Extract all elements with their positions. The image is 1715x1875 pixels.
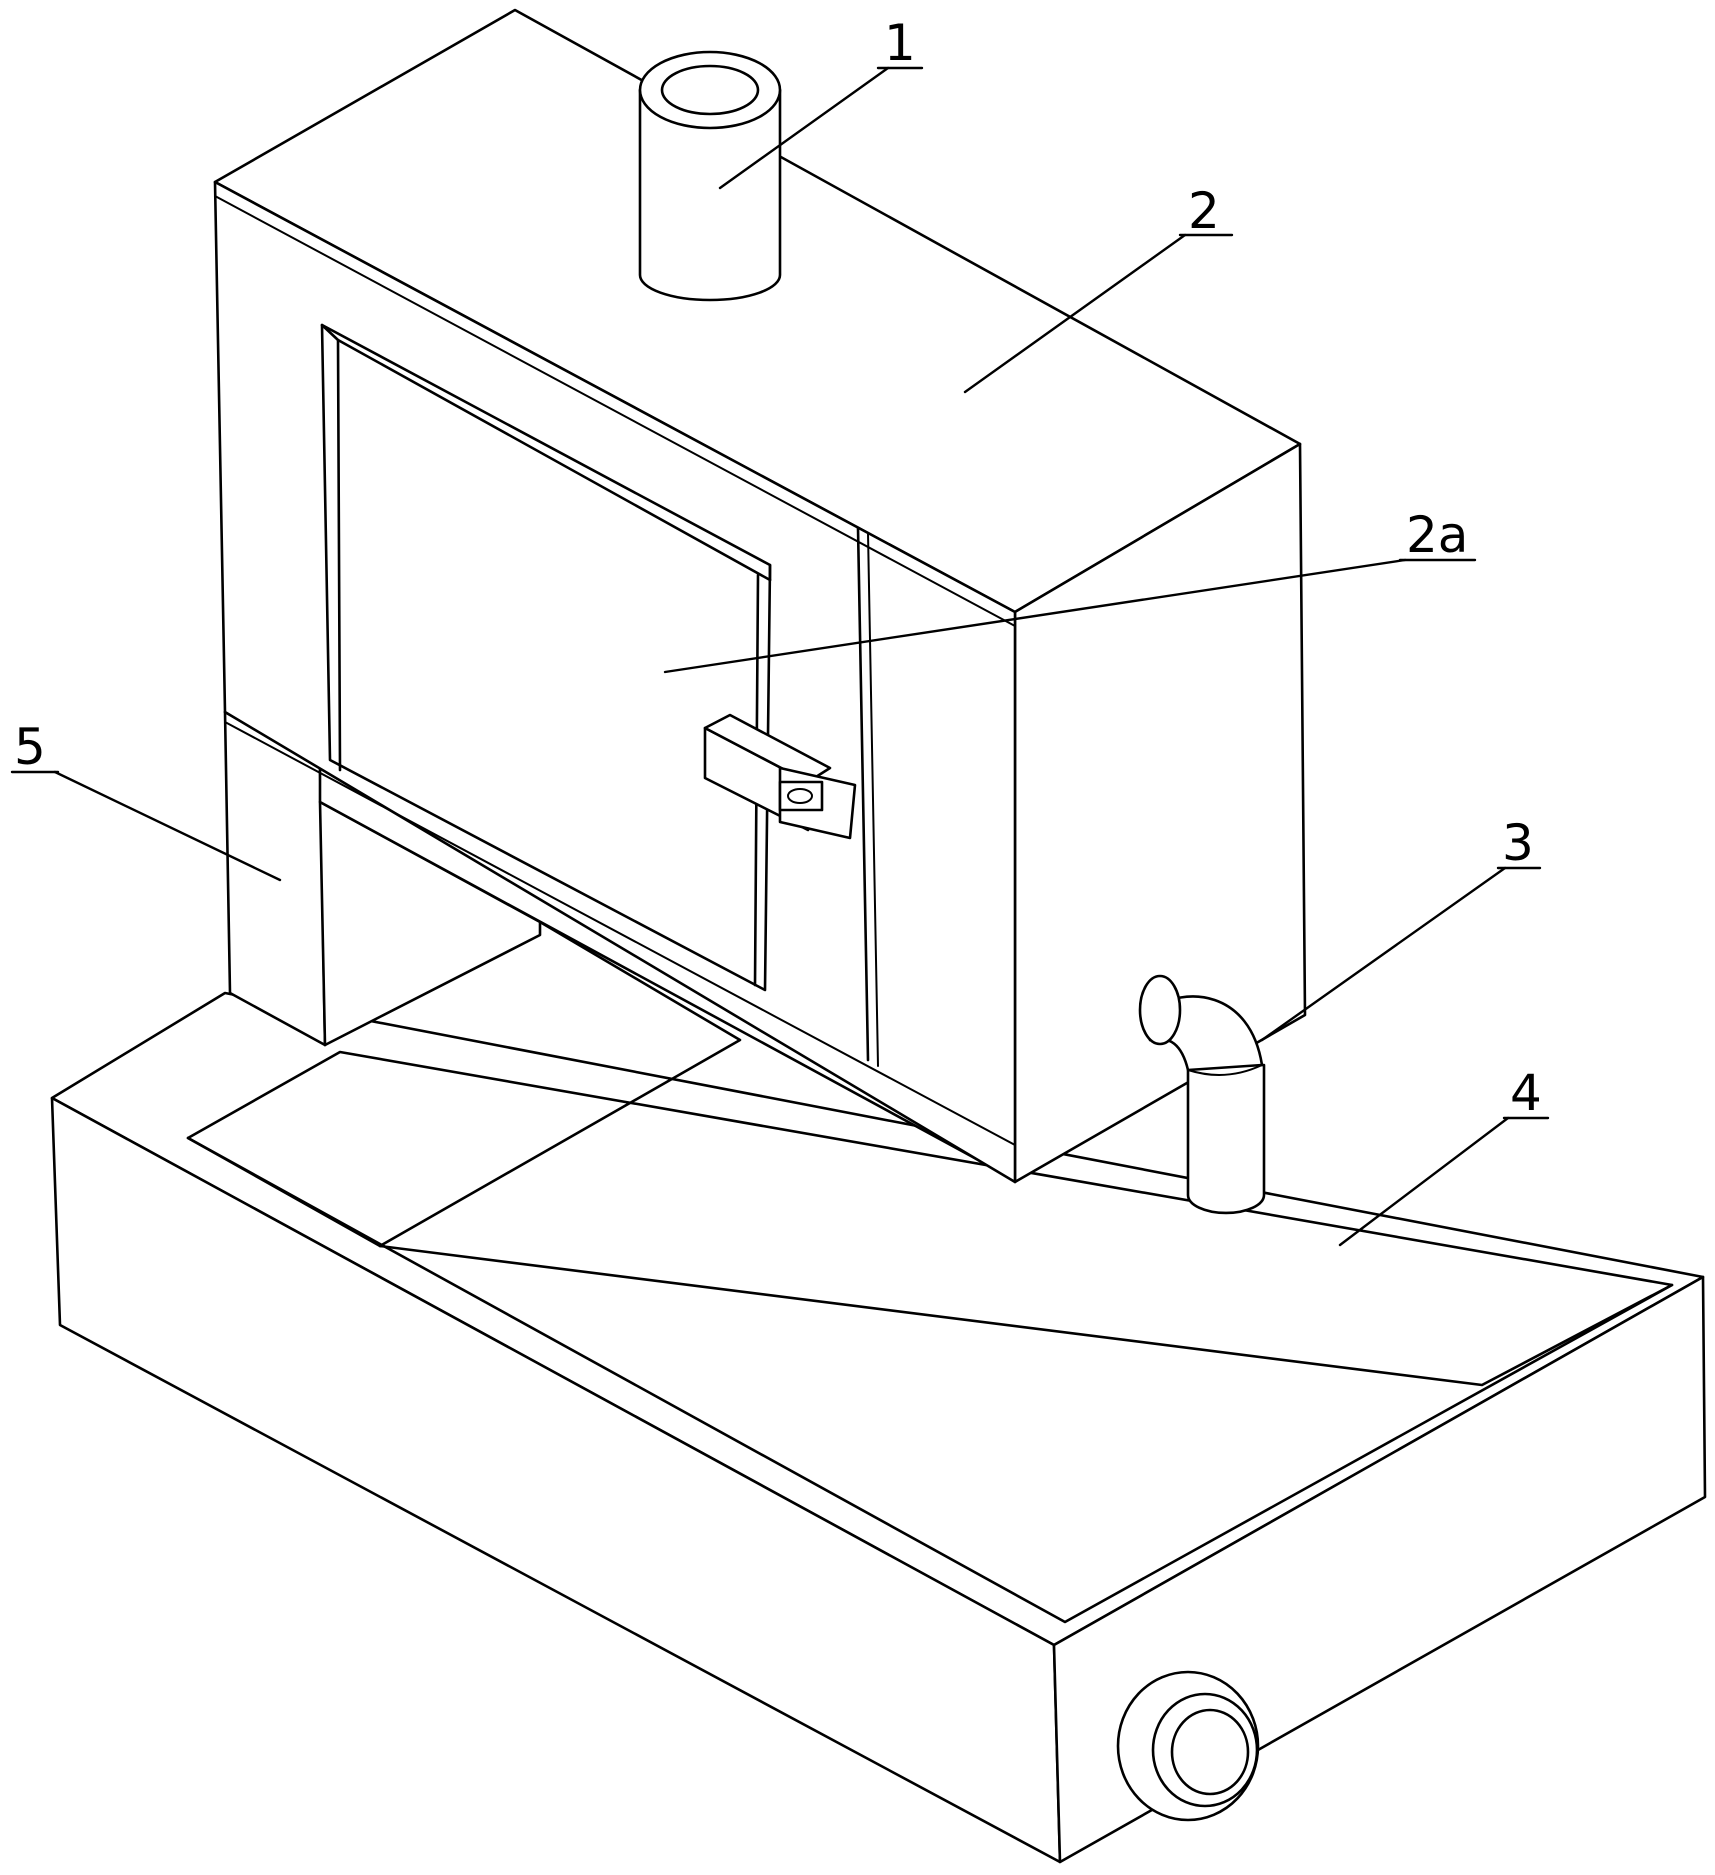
callout-2a: 2a bbox=[1406, 506, 1468, 564]
leader-5 bbox=[53, 770, 282, 882]
latch-lock bbox=[778, 780, 824, 812]
door-latch bbox=[703, 713, 857, 840]
callout-2: 2 bbox=[1188, 182, 1220, 240]
callout-4: 4 bbox=[1510, 1064, 1542, 1122]
tray-inner-floor-edge bbox=[378, 1244, 1674, 1387]
leader-2 bbox=[963, 233, 1187, 394]
callout-labels: 1 2 2a 3 4 5 bbox=[14, 14, 1542, 1122]
callout-5: 5 bbox=[14, 718, 46, 776]
drain-outlet bbox=[1116, 1670, 1260, 1822]
leader-lines bbox=[10, 66, 1550, 1247]
frame-inner-edge bbox=[378, 920, 742, 1248]
leader-1 bbox=[718, 66, 890, 190]
callout-1: 1 bbox=[884, 14, 916, 72]
water-tray bbox=[50, 991, 1707, 1864]
elbow-pipe-mouth bbox=[1138, 974, 1182, 1046]
leader-2a bbox=[663, 558, 1407, 674]
elbow-pipe-vertical bbox=[1186, 1063, 1266, 1215]
door-panel bbox=[320, 323, 772, 992]
elbow-pipe bbox=[1138, 974, 1266, 1215]
leader-3 bbox=[1260, 866, 1507, 1042]
exhaust-pipe-bore bbox=[660, 64, 760, 116]
callout-3: 3 bbox=[1502, 814, 1534, 872]
exhaust-pipe bbox=[638, 50, 782, 302]
drain-outlet-bore bbox=[1170, 1708, 1250, 1796]
latch-top bbox=[703, 713, 832, 784]
exhaust-pipe-body bbox=[638, 88, 782, 302]
leader-4 bbox=[1338, 1116, 1510, 1247]
cabinet-door bbox=[320, 323, 772, 992]
